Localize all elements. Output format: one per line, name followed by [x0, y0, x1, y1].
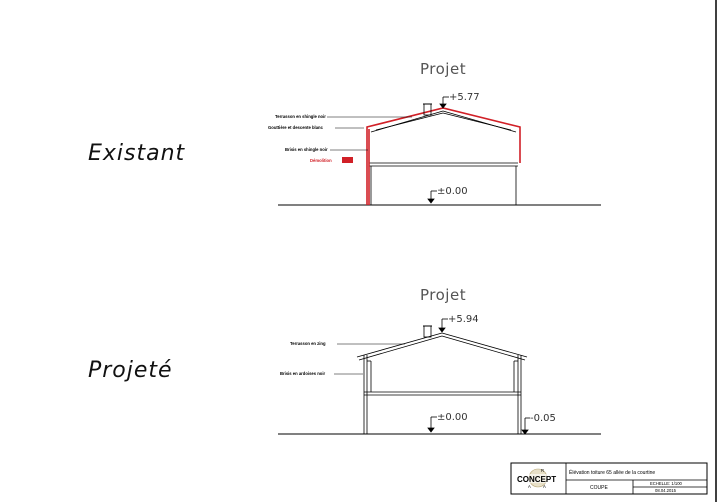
existing-section: Existant Projet +5.77: [88, 60, 601, 206]
title-block-description: Élévation toiture 65 allée de la courtin…: [569, 469, 655, 476]
projected-ridge-marker: [438, 318, 448, 333]
svg-text:R: R: [541, 468, 544, 473]
projected-ridge-level: +5.94: [448, 314, 479, 325]
title-block: R A A CONCEPT Élévation toiture 65 allée…: [510, 462, 708, 495]
existing-title: Projet: [420, 60, 466, 78]
existing-note-roof: Terrasson en shingle noir: [275, 114, 326, 119]
existing-label: Existant: [88, 141, 186, 166]
projected-side-marker: [521, 417, 530, 435]
svg-text:A: A: [543, 484, 546, 489]
existing-ridge-marker: [439, 96, 449, 109]
projected-note-brisis: Brisis en ardoises noir: [280, 371, 326, 376]
title-block-scale: ECHELLE: 1/100: [650, 481, 683, 486]
projected-note-roof: Terrasson en zing: [290, 341, 326, 346]
projected-side-level: -0.05: [530, 413, 556, 424]
existing-building: [369, 110, 518, 205]
projected-section: Projeté Projet: [88, 286, 601, 435]
projected-chimney: [423, 325, 432, 338]
existing-chimney: [423, 103, 432, 116]
projected-title: Projet: [420, 286, 466, 304]
existing-legend-label: Démolition: [310, 158, 332, 163]
title-block-date: 08.04.2015: [655, 488, 677, 493]
existing-ground-level: ±0.00: [437, 186, 468, 197]
projected-label: Projeté: [88, 358, 173, 383]
existing-ground-marker: [427, 190, 437, 204]
existing-ridge-level: +5.77: [449, 92, 480, 103]
concept-logo: R A A CONCEPT: [516, 468, 561, 489]
projected-ground-marker: [427, 416, 437, 433]
svg-text:A: A: [528, 484, 531, 489]
title-block-view: COUPE: [590, 485, 608, 491]
projected-building: [356, 332, 528, 434]
existing-note-brisis: Brisis en shingle noir: [285, 147, 328, 152]
projected-ground-level: ±0.00: [437, 412, 468, 423]
existing-legend-swatch: [342, 157, 353, 163]
existing-note-gutter: Gouttière et descente blanc: [268, 125, 324, 130]
logo-text: CONCEPT: [517, 475, 556, 484]
